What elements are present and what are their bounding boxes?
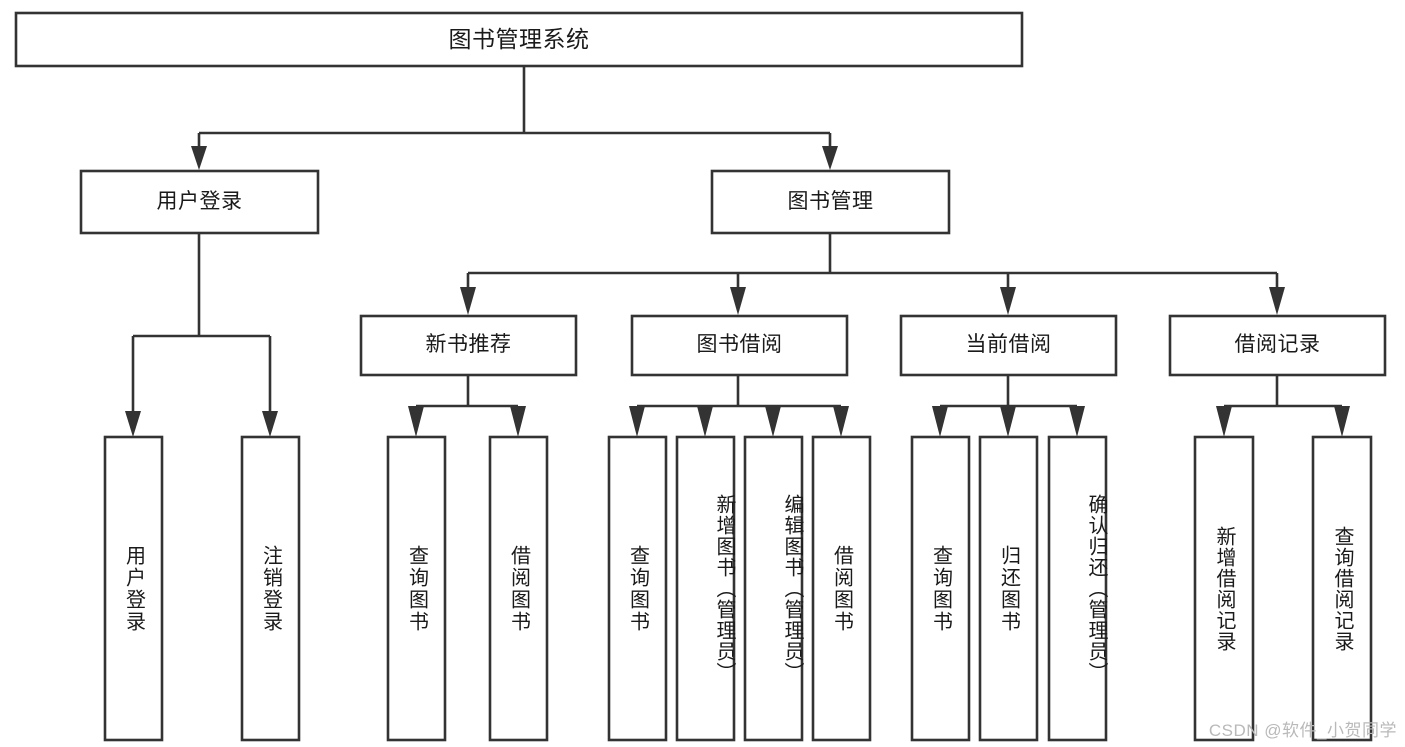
leaf-box-borrow-do[interactable] xyxy=(811,435,872,742)
arrow-head-to-book-mgmt xyxy=(822,146,838,170)
leaf-box-record-query[interactable] xyxy=(1311,435,1373,742)
leaf-box-current-query[interactable] xyxy=(910,435,971,742)
arrow-head-borrow-record xyxy=(1269,287,1285,315)
node-box-new-book-rec[interactable] xyxy=(359,314,578,377)
leaf-box-borrow-add[interactable] xyxy=(675,435,736,742)
leaf-box-user-login[interactable] xyxy=(103,435,164,742)
arrow-head-newbook-leaf1 xyxy=(408,406,424,437)
node-box-current-borrow[interactable] xyxy=(899,314,1118,377)
arrow-head-current-leaf1 xyxy=(932,406,948,437)
arrow-head-record-leaf1 xyxy=(1216,406,1232,437)
arrow-head-leaf-user-login xyxy=(125,411,141,437)
node-box-book-borrow[interactable] xyxy=(630,314,849,377)
leaf-box-current-confirm[interactable] xyxy=(1047,435,1108,742)
leaf-box-newbook-query[interactable] xyxy=(386,435,447,742)
arrow-head-current-leaf3 xyxy=(1069,406,1085,437)
leaf-box-borrow-edit[interactable] xyxy=(743,435,804,742)
leaf-box-current-return[interactable] xyxy=(978,435,1039,742)
arrow-head-to-user-login xyxy=(191,146,207,170)
arrow-head-newbook-leaf2 xyxy=(510,406,526,437)
arrow-head-leaf-logout xyxy=(262,411,278,437)
leaf-box-logout[interactable] xyxy=(240,435,301,742)
leaf-box-borrow-query[interactable] xyxy=(607,435,668,742)
arrow-head-borrow-leaf2 xyxy=(697,406,713,437)
arrow-head-current-borrow xyxy=(1000,287,1016,315)
arrow-head-new-book-rec xyxy=(460,287,476,315)
leaf-box-newbook-borrow[interactable] xyxy=(488,435,549,742)
node-box-root[interactable] xyxy=(14,11,1024,68)
arrow-head-borrow-leaf4 xyxy=(833,406,849,437)
node-box-borrow-record[interactable] xyxy=(1168,314,1387,377)
arrow-head-current-leaf2 xyxy=(1000,406,1016,437)
arrow-head-record-leaf2 xyxy=(1334,406,1350,437)
leaf-box-record-add[interactable] xyxy=(1193,435,1255,742)
node-box-book-mgmt[interactable] xyxy=(710,169,951,235)
arrow-head-borrow-leaf1 xyxy=(629,406,645,437)
arrow-head-book-borrow xyxy=(730,287,746,315)
arrow-head-borrow-leaf3 xyxy=(765,406,781,437)
node-box-user-login[interactable] xyxy=(79,169,320,235)
